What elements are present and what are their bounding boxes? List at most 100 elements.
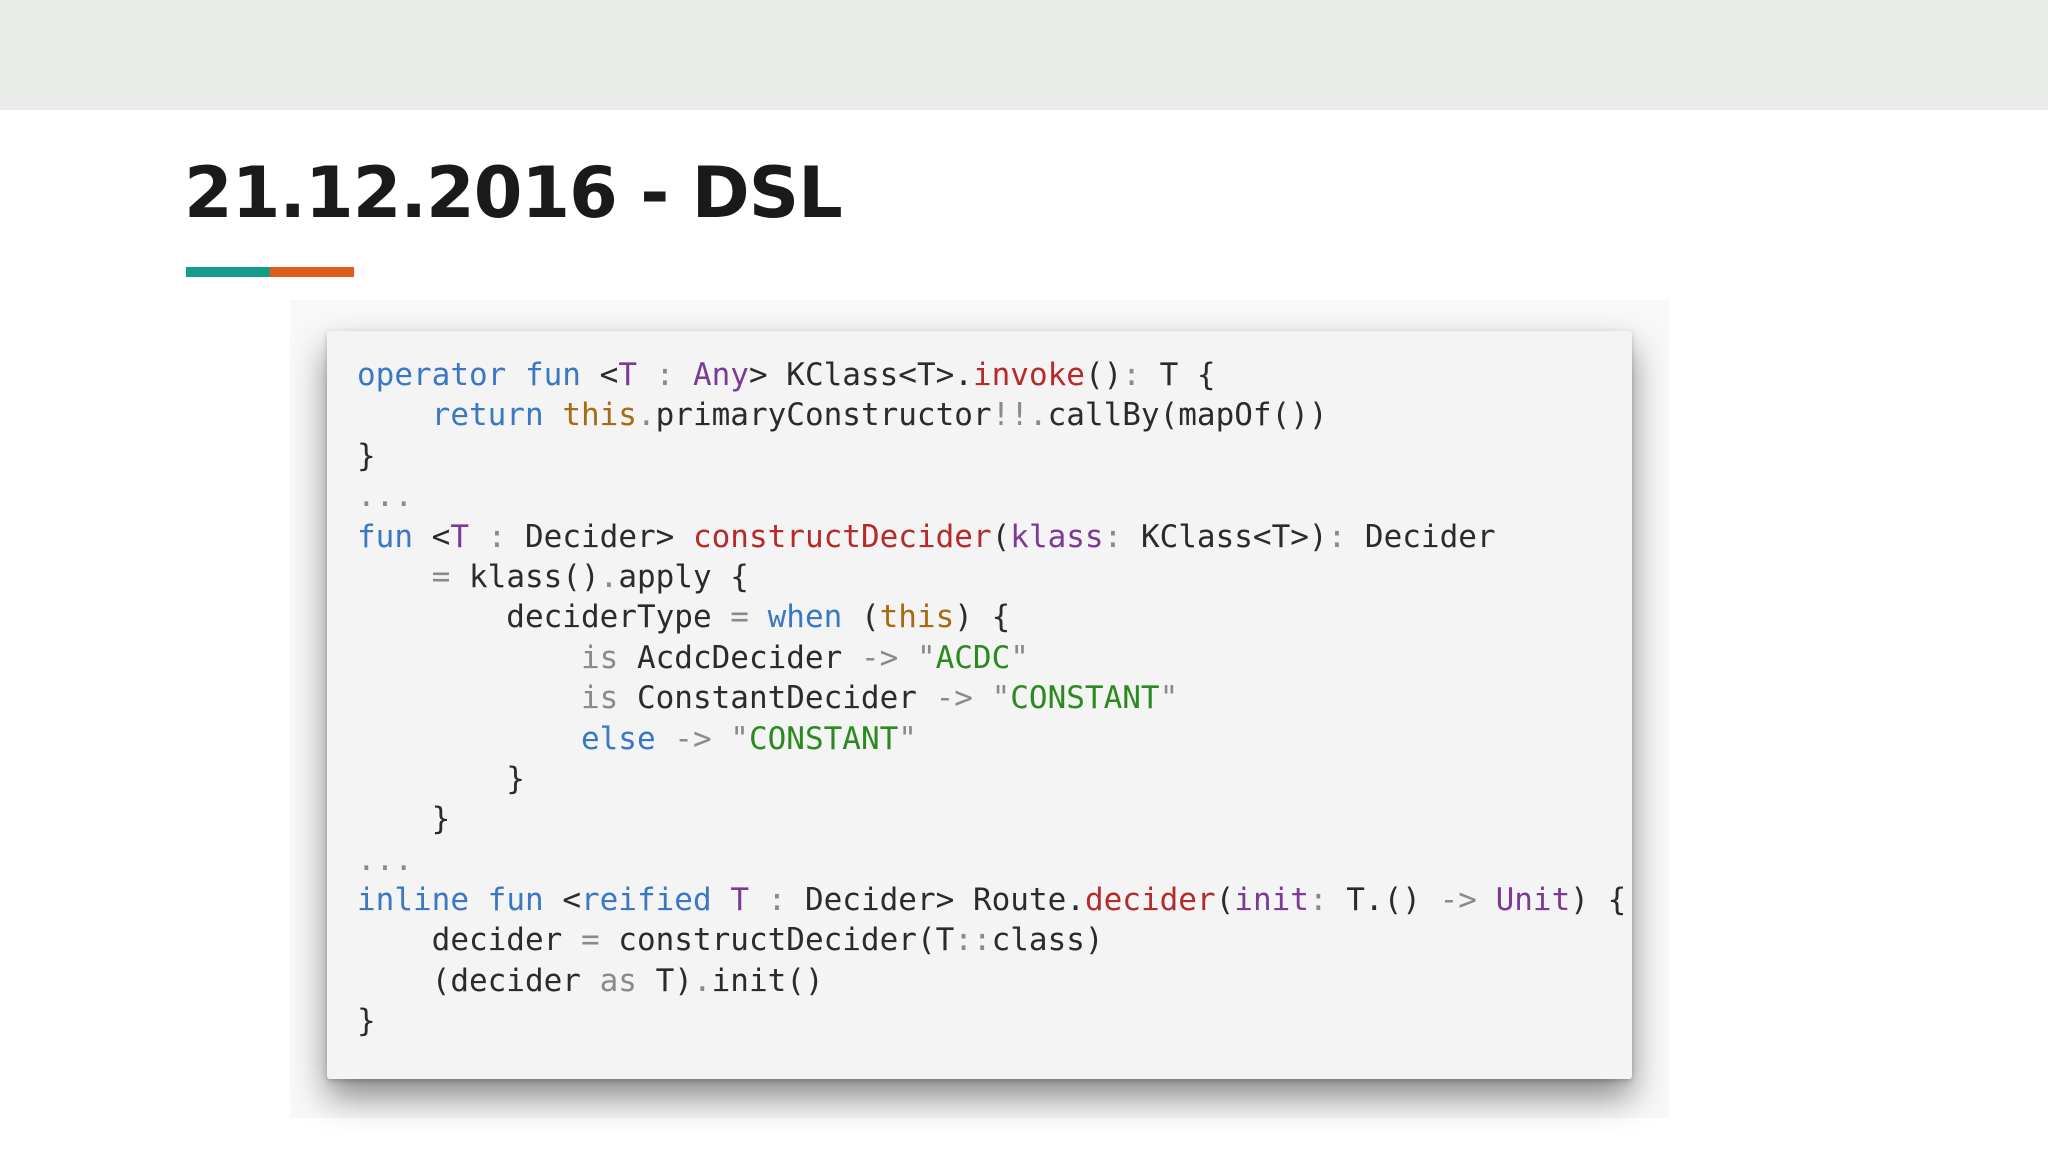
- code-token: ) {: [954, 599, 1011, 636]
- code-token: klass: [1010, 518, 1104, 555]
- code-token: decider: [357, 922, 581, 959]
- code-token: }: [357, 801, 451, 838]
- code-line: is AcdcDecider -> "ACDC": [357, 638, 1626, 678]
- code-token: ConstantDecider: [618, 680, 936, 717]
- code-token: this: [562, 397, 637, 434]
- code-token: [1477, 882, 1496, 918]
- code-line: operator fun <T : Any> KClass<T>.invoke(…: [357, 355, 1626, 395]
- code-token: when: [767, 599, 843, 636]
- code-line: (decider as T).init(): [357, 961, 1626, 1001]
- top-band: [0, 0, 2048, 110]
- code-line: = klass().apply {: [357, 557, 1626, 597]
- code-token: :: [469, 518, 525, 555]
- code-token: :: [1122, 357, 1141, 393]
- title-accent-bar: [186, 267, 354, 277]
- accent-bar-teal: [186, 267, 270, 277]
- code-token: [712, 882, 731, 918]
- code-token: [506, 357, 525, 393]
- code-token: KClass<T>): [1122, 518, 1328, 555]
- code-token: .: [636, 397, 656, 434]
- code-token: (): [1084, 357, 1123, 393]
- code-token: constructDecider: [692, 518, 992, 555]
- code-token: ->: [674, 720, 712, 757]
- code-token: ->: [935, 680, 973, 717]
- code-token: else: [580, 720, 656, 757]
- code-token: [656, 721, 675, 757]
- code-token: =: [730, 599, 749, 636]
- code-token: [973, 680, 992, 716]
- code-token: ": [1159, 680, 1179, 717]
- code-token: operator: [357, 357, 507, 393]
- code-token: T: [450, 518, 469, 555]
- code-line: }: [357, 759, 1626, 799]
- code-token: klass(): [450, 558, 600, 595]
- code-token: ->: [860, 639, 899, 676]
- code-token: invoke: [972, 357, 1085, 393]
- code-token: init(): [711, 962, 824, 999]
- code-block: operator fun <T : Any> KClass<T>.invoke(…: [357, 355, 1626, 1042]
- code-snippet-card: operator fun <T : Any> KClass<T>.invoke(…: [327, 331, 1632, 1079]
- code-token: <: [580, 357, 619, 393]
- code-token: reified: [580, 882, 712, 919]
- code-token: AcdcDecider: [618, 639, 861, 676]
- code-token: [357, 680, 581, 716]
- code-token: =: [580, 922, 600, 959]
- code-token: ": [898, 720, 917, 757]
- code-token: :: [748, 882, 805, 919]
- code-token: (decider: [357, 962, 600, 999]
- code-token: inline: [357, 882, 469, 919]
- code-token: Decider: [1346, 518, 1496, 555]
- code-token: apply {: [618, 558, 749, 595]
- code-token: [749, 599, 768, 635]
- code-line: decider = constructDecider(T::class): [357, 920, 1626, 960]
- code-line: else -> "CONSTANT": [357, 719, 1626, 759]
- code-token: CONSTANT: [748, 720, 899, 757]
- code-token: ACDC: [935, 639, 1011, 676]
- code-token: :: [1103, 518, 1123, 555]
- code-token: deciderType: [357, 599, 731, 636]
- code-line: }: [357, 799, 1626, 839]
- code-token: T: [618, 357, 637, 393]
- code-token: }: [357, 760, 525, 797]
- code-line: deciderType = when (this) {: [357, 597, 1626, 637]
- code-token: this: [879, 599, 955, 636]
- code-token: Decider> Route.: [804, 882, 1085, 919]
- code-line: }: [357, 436, 1626, 476]
- code-token: callBy(mapOf()): [1047, 397, 1328, 434]
- code-token: as: [599, 962, 637, 999]
- code-token: fun: [357, 518, 413, 555]
- code-token: init: [1234, 882, 1309, 919]
- code-token: }: [357, 1003, 376, 1040]
- code-token: fun: [524, 357, 581, 393]
- code-token: primaryConstructor: [655, 397, 992, 434]
- code-token: :: [636, 357, 693, 393]
- code-line: inline fun <reified T : Decider> Route.d…: [357, 880, 1626, 920]
- code-token: ": [916, 639, 936, 676]
- code-token: [357, 397, 432, 433]
- code-token: [544, 397, 563, 433]
- code-token: <: [543, 882, 581, 919]
- code-token: decider: [1084, 882, 1216, 919]
- code-token: ::: [954, 922, 992, 959]
- code-token: is: [580, 639, 619, 676]
- code-token: [357, 721, 581, 757]
- code-token: T: [730, 882, 749, 919]
- code-token: (: [842, 599, 880, 636]
- code-token: =: [431, 558, 451, 595]
- code-token: class): [991, 922, 1104, 959]
- code-token: [712, 721, 731, 757]
- code-token: constructDecider(T: [599, 922, 955, 959]
- code-token: [357, 559, 432, 595]
- code-line: is ConstantDecider -> "CONSTANT": [357, 678, 1626, 718]
- code-token: fun: [487, 882, 544, 919]
- code-token: ...: [357, 841, 413, 878]
- code-token: <: [413, 518, 451, 555]
- code-token: CONSTANT: [1010, 680, 1160, 717]
- code-token: T {: [1140, 357, 1216, 393]
- code-token: :: [1308, 882, 1328, 919]
- code-token: T.(): [1327, 882, 1440, 919]
- code-line: }: [357, 1001, 1626, 1041]
- code-line: ...: [357, 840, 1626, 880]
- code-token: is: [580, 680, 619, 717]
- code-token: Unit: [1495, 882, 1571, 919]
